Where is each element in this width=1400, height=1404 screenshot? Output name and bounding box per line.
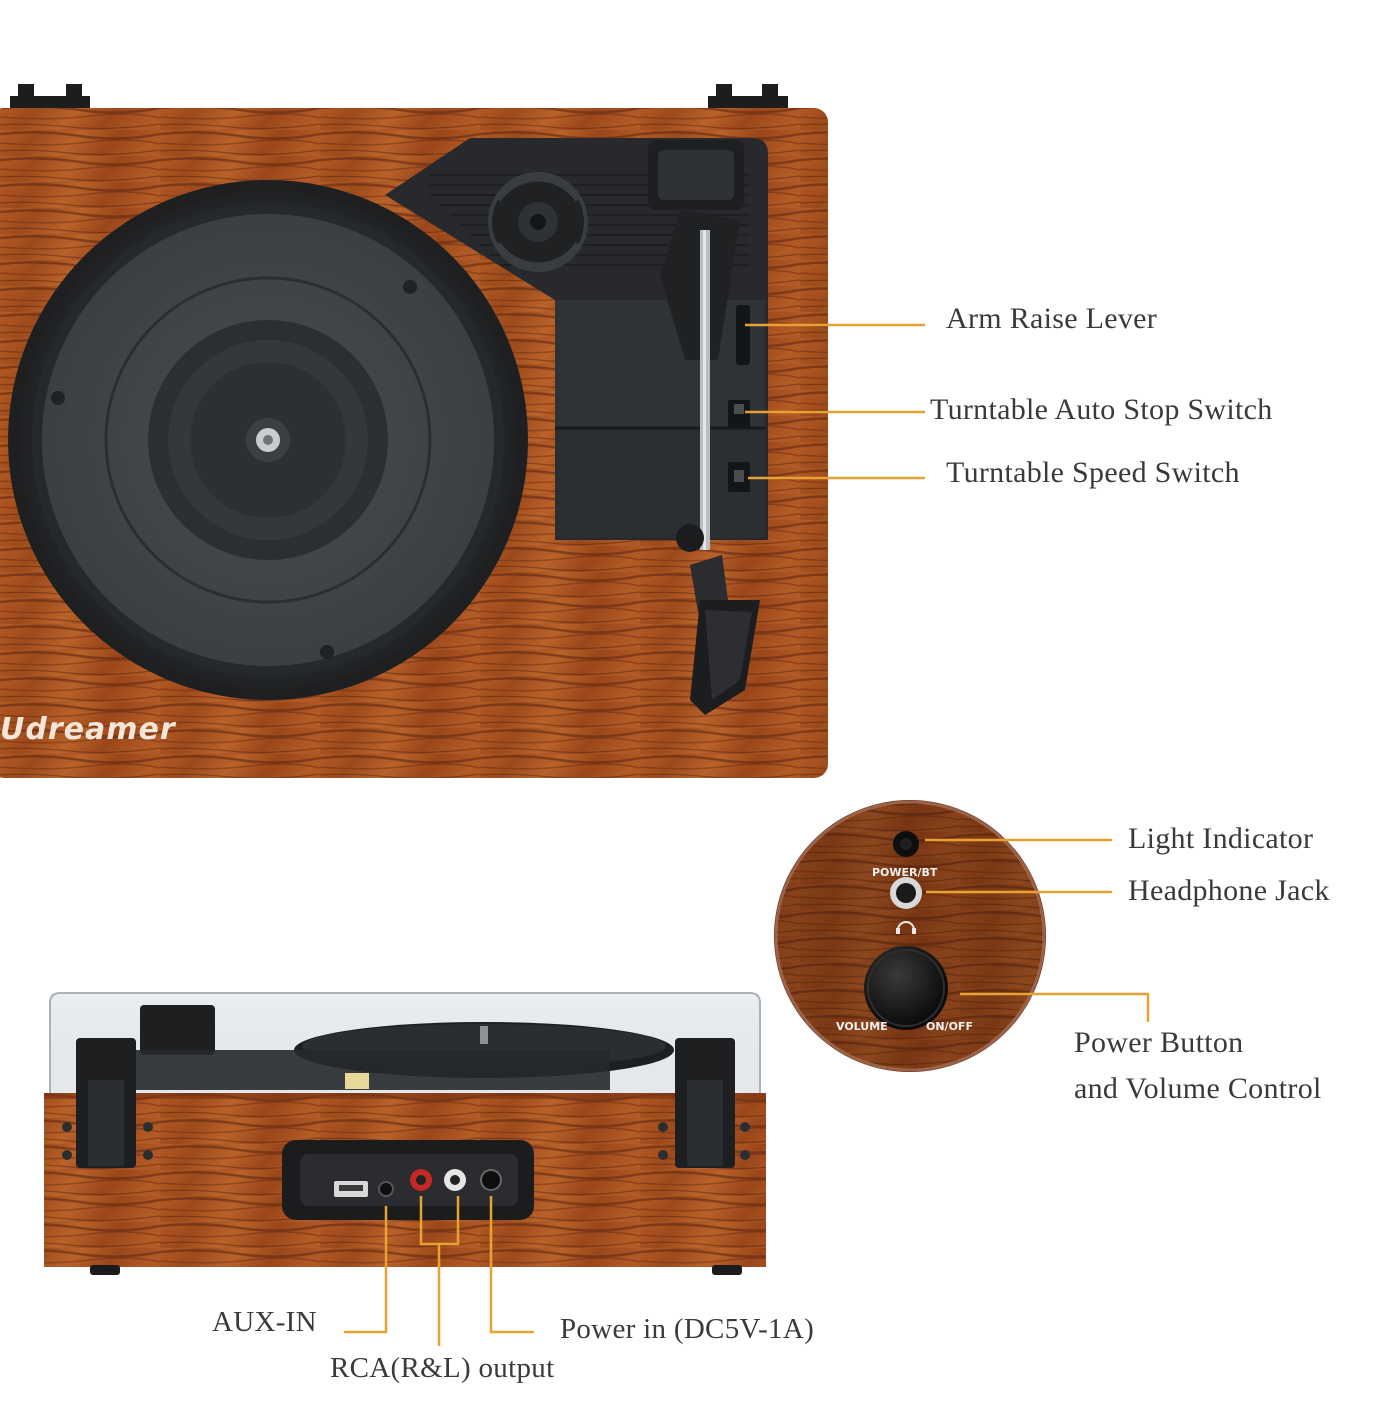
label-arm-raise-lever: Arm Raise Lever xyxy=(946,302,1158,335)
leader-power xyxy=(960,992,1150,1022)
adapter-45 xyxy=(488,172,588,272)
label-light-indicator: Light Indicator xyxy=(1128,822,1314,855)
volume-label: VOLUME xyxy=(836,1020,888,1033)
label-speed-switch: Turntable Speed Switch xyxy=(946,456,1240,489)
leader-lines xyxy=(344,323,1150,1346)
aux-in-port xyxy=(378,1181,394,1197)
tonearm xyxy=(648,140,760,715)
label-power-in: Power in (DC5V-1A) xyxy=(560,1313,815,1345)
rear-view-turntable xyxy=(44,992,766,1275)
label-power-button: Power Button xyxy=(1074,1026,1244,1059)
label-rca-output: RCA(R&L) output xyxy=(330,1352,555,1384)
rear-hinge-left xyxy=(62,1038,153,1168)
leader-power-in xyxy=(489,1196,534,1334)
on-off-label: ON/OFF xyxy=(926,1020,973,1033)
label-headphone-jack: Headphone Jack xyxy=(1128,874,1330,907)
top-view-turntable xyxy=(0,84,828,778)
rear-connector-panel xyxy=(282,1140,534,1220)
label-auto-stop-switch: Turntable Auto Stop Switch xyxy=(930,393,1273,426)
label-volume-control: and Volume Control xyxy=(1074,1072,1322,1105)
leader-aux xyxy=(344,1206,388,1334)
platter xyxy=(8,180,528,700)
dc-power-port xyxy=(480,1169,502,1191)
volume-power-knob xyxy=(864,946,948,1030)
brand-logo: Udreamer xyxy=(0,712,176,747)
label-aux-in: AUX-IN xyxy=(212,1306,317,1338)
power-bt-label: POWER/BT xyxy=(872,866,938,879)
rear-hinge-right xyxy=(658,1038,750,1168)
control-panel-closeup: POWER/BT VOLUME ON/OFF xyxy=(774,800,1046,1072)
arm-raise-lever xyxy=(736,305,750,365)
hinge-right xyxy=(708,84,788,110)
hinge-left xyxy=(10,84,90,110)
